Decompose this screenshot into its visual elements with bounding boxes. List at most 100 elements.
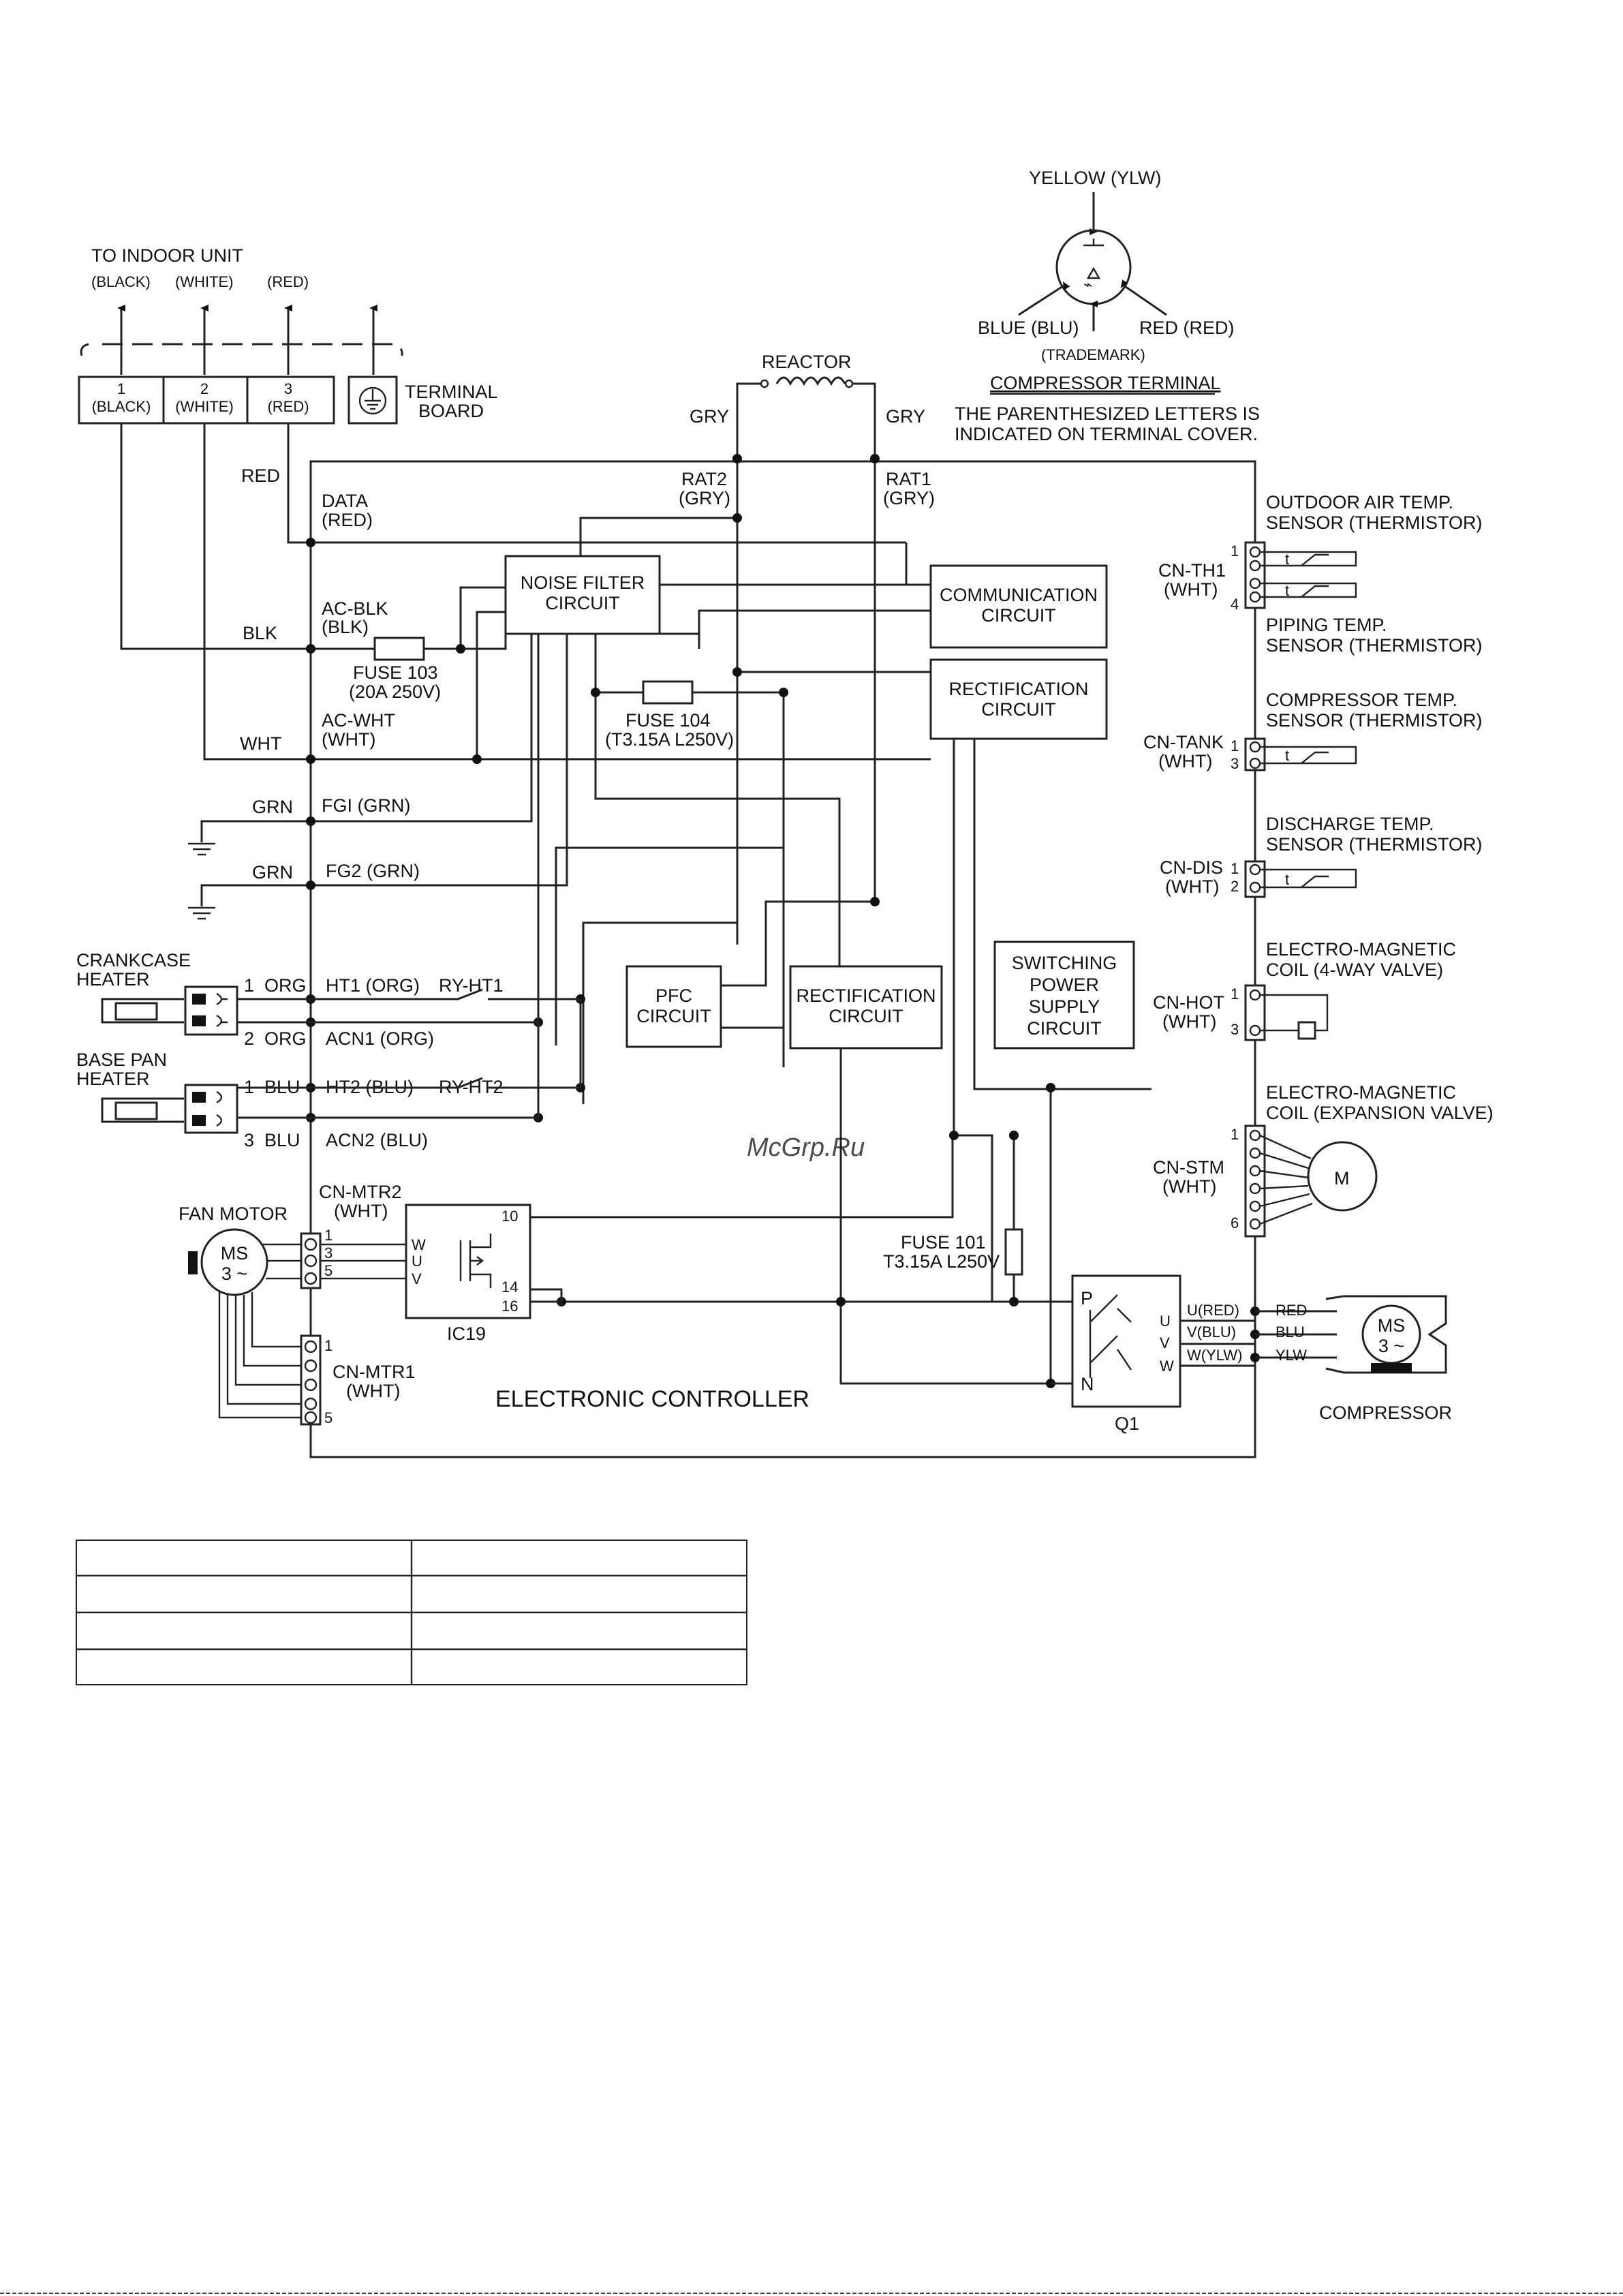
controller-label: ELECTRONIC CONTROLLER xyxy=(495,1386,809,1412)
svg-text:HT1 (ORG): HT1 (ORG) xyxy=(326,975,420,996)
crankcase-heater: CRANKCASE HEATER 1 2 ORG ORG xyxy=(76,950,311,1049)
svg-text:COMPRESSOR: COMPRESSOR xyxy=(1319,1403,1452,1423)
svg-text:PIPING TEMP.: PIPING TEMP. xyxy=(1266,615,1387,635)
terminal-board-label-2: BOARD xyxy=(418,401,484,421)
svg-text:RECTIFICATION: RECTIFICATION xyxy=(949,679,1089,699)
terminal-1-color: (BLACK) xyxy=(92,398,151,415)
svg-text:CIRCUIT: CIRCUIT xyxy=(545,593,620,613)
indoor-color-white: (WHITE) xyxy=(175,273,234,290)
svg-text:W: W xyxy=(412,1236,426,1253)
fg2-label: FG2 (GRN) xyxy=(326,861,420,881)
rat1-label: RAT1 xyxy=(886,469,931,489)
svg-text:HEATER: HEATER xyxy=(76,969,150,990)
compressor-terminal-yellow: YELLOW (YLW) xyxy=(1029,168,1162,188)
terminal-3-color: (RED) xyxy=(267,398,309,415)
svg-text:Q1: Q1 xyxy=(1115,1413,1139,1434)
svg-text:SWITCHING: SWITCHING xyxy=(1012,953,1117,973)
svg-text:P: P xyxy=(1081,1288,1093,1308)
blank-table xyxy=(76,1540,747,1685)
watermark: McGrp.Ru xyxy=(747,1133,865,1162)
svg-text:t: t xyxy=(1285,871,1289,888)
wire-blk: BLK xyxy=(243,623,277,643)
svg-text:2: 2 xyxy=(244,1028,254,1049)
terminal-1-num: 1 xyxy=(117,380,125,397)
svg-text:5: 5 xyxy=(324,1262,333,1279)
svg-text:CRANKCASE: CRANKCASE xyxy=(76,950,191,970)
svg-text:SENSOR (THERMISTOR): SENSOR (THERMISTOR) xyxy=(1266,710,1483,731)
cn-mtr1-connector: 1 5 CN-MTR1 (WHT) xyxy=(300,1334,416,1426)
svg-text:HEATER: HEATER xyxy=(76,1069,150,1089)
base-pan-heater: BASE PAN HEATER 1 3 BLU BLU xyxy=(76,1050,311,1150)
svg-text:RY-HT1: RY-HT1 xyxy=(439,975,504,996)
fan-motor-icon xyxy=(200,1228,268,1296)
fuse-104-icon xyxy=(642,680,694,705)
svg-text:t: t xyxy=(1285,747,1289,764)
svg-text:V(BLU): V(BLU) xyxy=(1187,1323,1236,1341)
svg-text:(WHT): (WHT) xyxy=(1162,1011,1216,1032)
svg-text:1: 1 xyxy=(1231,737,1239,754)
svg-text:CIRCUIT: CIRCUIT xyxy=(829,1006,903,1026)
svg-text:N: N xyxy=(1081,1374,1094,1394)
svg-text:t: t xyxy=(1285,551,1289,568)
svg-text:CN-STM: CN-STM xyxy=(1153,1157,1224,1178)
svg-text:RECTIFICATION: RECTIFICATION xyxy=(797,985,936,1006)
svg-text:4: 4 xyxy=(1231,596,1239,613)
svg-text:(WHT): (WHT) xyxy=(346,1381,400,1401)
svg-text:14: 14 xyxy=(501,1279,518,1296)
compressor-terminal-note-2: INDICATED ON TERMINAL COVER. xyxy=(955,424,1258,444)
wire-grn-1: GRN xyxy=(252,797,293,817)
svg-text:1: 1 xyxy=(324,1227,333,1244)
svg-text:(WHT): (WHT) xyxy=(1164,579,1218,600)
terminal-2-num: 2 xyxy=(200,380,208,397)
noise-filter-circuit: NOISE FILTER CIRCUIT xyxy=(504,555,661,635)
fuse-104-rating: (T3.15A L250V) xyxy=(605,729,734,750)
svg-text:DISCHARGE TEMP.: DISCHARGE TEMP. xyxy=(1266,814,1434,834)
svg-text:SENSOR (THERMISTOR): SENSOR (THERMISTOR) xyxy=(1266,635,1483,656)
wire-grn-2: GRN xyxy=(252,862,293,883)
rectification-circuit-2: RECTIFICATION CIRCUIT xyxy=(789,965,943,1050)
svg-text:ELECTRO-MAGNETIC: ELECTRO-MAGNETIC xyxy=(1266,939,1456,960)
fuse-101-rating: T3.15A L250V xyxy=(883,1251,1000,1272)
svg-text:ORG: ORG xyxy=(264,975,307,996)
pfc-circuit: PFC CIRCUIT xyxy=(625,965,722,1048)
svg-text:ACN2 (BLU): ACN2 (BLU) xyxy=(326,1130,428,1150)
input-wires xyxy=(120,423,311,920)
reactor-gry-right: GRY xyxy=(886,406,925,427)
svg-text:W: W xyxy=(1160,1358,1174,1375)
indoor-arrows xyxy=(80,305,403,375)
svg-text:⌁: ⌁ xyxy=(1083,276,1092,293)
svg-text:OUTDOOR AIR TEMP.: OUTDOOR AIR TEMP. xyxy=(1266,492,1453,512)
svg-text:3 ~: 3 ~ xyxy=(1378,1336,1404,1356)
svg-text:5: 5 xyxy=(324,1409,333,1426)
svg-text:BLU: BLU xyxy=(264,1130,300,1150)
fan-motor: FAN MOTOR MS 3 ~ xyxy=(179,1204,301,1419)
svg-text:CN-DIS: CN-DIS xyxy=(1160,857,1223,878)
svg-text:SENSOR (THERMISTOR): SENSOR (THERMISTOR) xyxy=(1266,834,1483,855)
svg-text:1: 1 xyxy=(1231,985,1239,1002)
svg-text:10: 10 xyxy=(501,1208,518,1225)
fuse-103-label: FUSE 103 xyxy=(353,662,438,683)
svg-text:FAN MOTOR: FAN MOTOR xyxy=(179,1204,288,1224)
fg1-label: FGI (GRN) xyxy=(322,795,410,816)
compressor-terminal-trademark: (TRADEMARK) xyxy=(1041,346,1145,363)
compressor-terminal-blue: BLUE (BLU) xyxy=(978,318,1079,338)
ic19: W U V 10 14 16 IC19 xyxy=(405,1204,953,1344)
indoor-unit-section: TO INDOOR UNIT (BLACK) (WHITE) (RED) 1 (… xyxy=(78,245,498,425)
svg-text:PFC: PFC xyxy=(655,985,692,1006)
svg-text:IC19: IC19 xyxy=(447,1323,486,1344)
compressor-terminal-red: RED (RED) xyxy=(1139,318,1235,338)
svg-text:CN-HOT: CN-HOT xyxy=(1153,992,1224,1013)
svg-text:U: U xyxy=(412,1253,422,1270)
internal-wiring xyxy=(311,459,1151,1385)
svg-text:t: t xyxy=(1285,582,1289,599)
svg-text:2: 2 xyxy=(1231,878,1239,895)
svg-text:U: U xyxy=(1160,1313,1171,1330)
compressor: MS 3 ~ COMPRESSOR xyxy=(1319,1295,1452,1423)
svg-text:BASE PAN: BASE PAN xyxy=(76,1050,167,1070)
svg-text:(WHT): (WHT) xyxy=(1162,1176,1216,1197)
ac-wht-label-color: (WHT) xyxy=(322,729,375,750)
svg-text:CN-MTR2: CN-MTR2 xyxy=(319,1182,402,1202)
q1-module: P N U V W Q1 U(RED) V(BLU) W(YLW) RED BL… xyxy=(1051,1274,1337,1434)
svg-text:1: 1 xyxy=(244,975,254,996)
